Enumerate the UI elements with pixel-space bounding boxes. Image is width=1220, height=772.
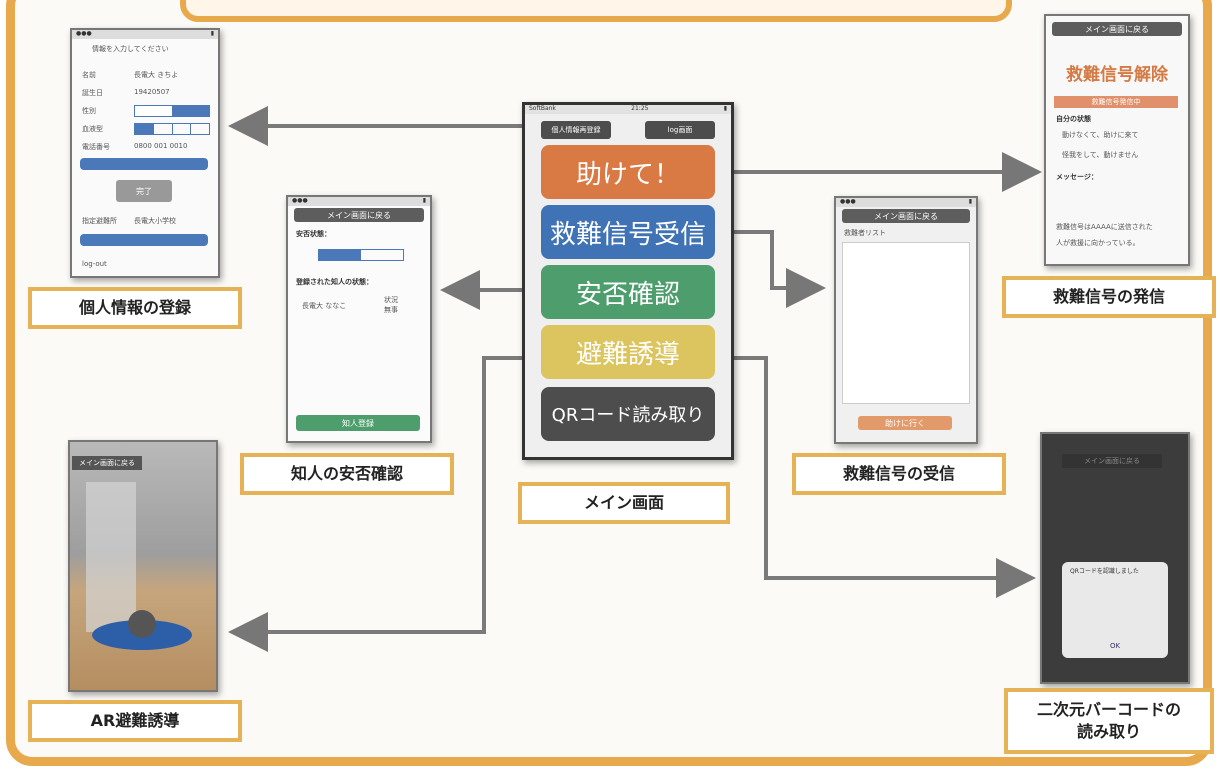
birth-value[interactable]: 19420507 bbox=[134, 88, 170, 96]
dialog-title: QRコードを認識しました bbox=[1070, 568, 1139, 575]
label-qr-reading: 二次元バーコードの 読み取り bbox=[1004, 688, 1214, 754]
help-button[interactable]: 助けて！ bbox=[541, 145, 715, 199]
label-personal-registration: 個人情報の登録 bbox=[28, 287, 242, 329]
registration-phone: ●●●▮ 情報を入力してください 名前 長電大 きちよ 誕生日 19420507… bbox=[70, 28, 220, 278]
arrow-to-ar bbox=[228, 356, 522, 652]
log-button[interactable]: log画面 bbox=[645, 121, 715, 139]
label-main-screen: メイン画面 bbox=[518, 482, 730, 524]
go-help-button[interactable]: 助けに行く bbox=[858, 416, 952, 430]
qr-back-button[interactable]: メイン画面に戻る bbox=[1062, 454, 1162, 468]
back-button[interactable]: メイン画面に戻る bbox=[842, 209, 970, 223]
list-panel bbox=[842, 242, 970, 404]
shelter-value[interactable]: 長電大小学校 bbox=[134, 217, 176, 225]
rescue-receive-button[interactable]: 救難信号受信 bbox=[541, 205, 715, 259]
ar-marker bbox=[128, 610, 156, 638]
footer-line-2: 人が救援に向かっている。 bbox=[1056, 239, 1140, 247]
blood-label: 血液型 bbox=[82, 125, 103, 133]
status-toggle[interactable] bbox=[318, 249, 404, 261]
rescue-receive-phone: ●●●▮ メイン画面に戻る 救難者リスト 助けに行く bbox=[834, 196, 978, 444]
back-button[interactable]: メイン画面に戻る bbox=[1052, 22, 1182, 36]
person-status-label: 状況 bbox=[384, 296, 398, 304]
sending-banner: 救難信号発信中 bbox=[1054, 96, 1178, 108]
birth-label: 誕生日 bbox=[82, 89, 103, 97]
label-qr-line2: 読み取り bbox=[1076, 722, 1141, 741]
qr-read-button[interactable]: QRコード読み取り bbox=[541, 387, 715, 441]
status-label: 安否状態： bbox=[296, 230, 331, 238]
back-button[interactable]: メイン画面に戻る bbox=[294, 208, 424, 222]
safety-check-phone: ●●●▮ メイン画面に戻る 安否状態： 登録された知人の状態： 長電大 ななこ … bbox=[286, 195, 432, 443]
blue-bar-1[interactable] bbox=[80, 158, 208, 170]
blue-bar-2[interactable] bbox=[80, 234, 208, 246]
logout-link[interactable]: log-out bbox=[82, 260, 107, 268]
qr-reading-phone: メイン画面に戻る QRコードを認識しました OK bbox=[1040, 432, 1190, 684]
footer-line-1: 救難信号はAAAAに送信された bbox=[1056, 223, 1153, 231]
phone-value[interactable]: 0800 001 0010 bbox=[134, 142, 188, 150]
message-label: メッセージ： bbox=[1056, 173, 1098, 181]
ar-back-button[interactable]: メイン画面に戻る bbox=[72, 456, 142, 470]
ok-button[interactable]: OK bbox=[1110, 642, 1121, 650]
phone-label: 電話番号 bbox=[82, 143, 110, 151]
cancel-signal-title[interactable]: 救難信号解除 bbox=[1066, 65, 1168, 85]
list-title: 救難者リスト bbox=[844, 229, 886, 237]
label-qr-line1: 二次元バーコードの bbox=[1036, 700, 1181, 720]
status-line-2: 怪我をして、動けません bbox=[1062, 151, 1139, 159]
label-acquaintance-safety: 知人の安否確認 bbox=[240, 453, 454, 495]
arrow-to-qr bbox=[728, 356, 1036, 598]
title-banner bbox=[180, 0, 1012, 22]
arrow-to-receive bbox=[728, 230, 826, 308]
registration-prompt: 情報を入力してください bbox=[92, 45, 169, 53]
rescue-send-phone: メイン画面に戻る 救難信号解除 救難信号発信中 自分の状態 動けなくて、助けに来… bbox=[1044, 14, 1190, 266]
registered-label: 登録された知人の状態： bbox=[296, 278, 373, 286]
person-name: 長電大 ななこ bbox=[302, 302, 347, 310]
sex-label: 性別 bbox=[82, 107, 96, 115]
sex-toggle[interactable] bbox=[134, 105, 210, 117]
done-button[interactable]: 完了 bbox=[116, 180, 172, 202]
person-status: 無事 bbox=[384, 306, 398, 314]
label-ar-guidance: AR避難誘導 bbox=[28, 700, 242, 742]
label-rescue-send: 救難信号の発信 bbox=[1002, 276, 1216, 318]
evacuation-button[interactable]: 避難誘導 bbox=[541, 325, 715, 379]
time-text: 21:25 bbox=[631, 105, 649, 112]
self-status-label: 自分の状態 bbox=[1056, 115, 1091, 123]
blood-toggle[interactable] bbox=[134, 123, 210, 135]
shelter-label: 指定避難所 bbox=[82, 217, 117, 225]
qr-dialog: QRコードを認識しました OK bbox=[1062, 562, 1168, 658]
carrier-text: SoftBank bbox=[529, 105, 556, 112]
name-label: 名前 bbox=[82, 71, 96, 79]
reregister-button[interactable]: 個人情報再登録 bbox=[541, 121, 611, 139]
name-value[interactable]: 長電大 きちよ bbox=[134, 71, 179, 79]
add-acquaintance-button[interactable]: 知人登録 bbox=[296, 415, 420, 431]
label-rescue-receive: 救難信号の受信 bbox=[792, 453, 1006, 495]
ar-wall bbox=[86, 482, 136, 632]
status-line-1: 動けなくて、助けに来て bbox=[1062, 131, 1139, 139]
ar-guidance-phone: メイン画面に戻る bbox=[68, 440, 218, 692]
safety-check-button[interactable]: 安否確認 bbox=[541, 265, 715, 319]
